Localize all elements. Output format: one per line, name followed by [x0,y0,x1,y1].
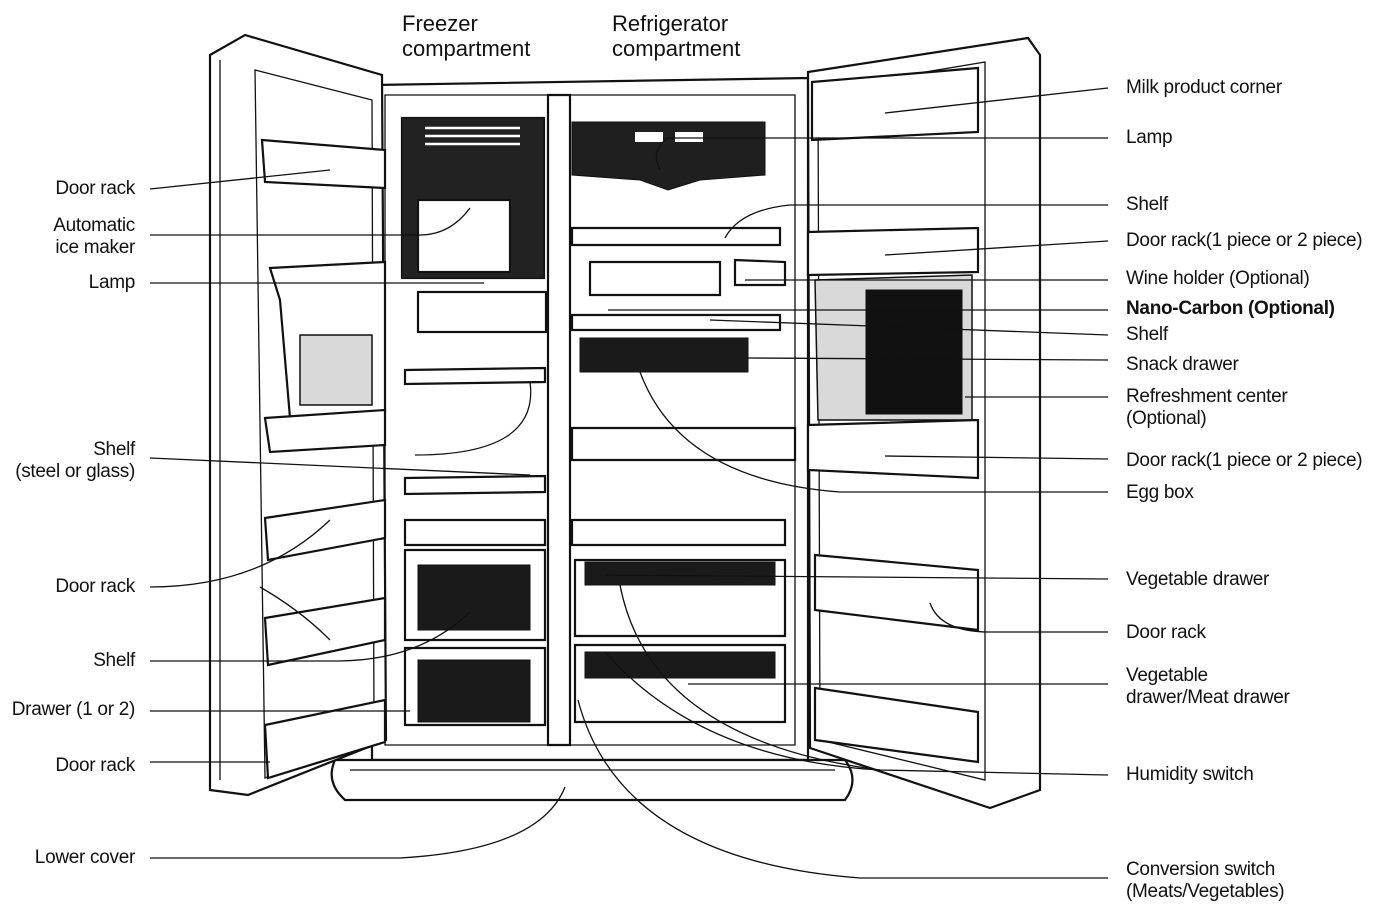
label-line: Shelf [1126,194,1168,215]
label-vegetable-meat-drawer: Vegetable drawer/Meat drawer [1126,665,1290,709]
label-nano-carbon: Nano-Carbon (Optional) [1126,298,1335,320]
heading-line: Refrigerator [612,11,729,36]
label-line: (Optional) [1126,408,1207,429]
heading-line: Freezer [402,11,478,36]
label-line: Vegetable drawer [1126,569,1270,590]
label-line: Milk product corner [1126,77,1282,98]
label-line: Automatic [53,215,135,236]
label-humidity-switch: Humidity switch [1126,764,1254,786]
label-line: Lamp [88,272,136,293]
label-conversion-switch: Conversion switch (Meats/Vegetables) [1126,859,1285,903]
label-line: Nano-Carbon (Optional) [1126,298,1335,319]
label-line: Door rack(1 piece or 2 piece) [1126,230,1363,251]
heading-line: compartment [612,36,741,61]
label-lamp-right: Lamp [1126,127,1173,149]
label-automatic-ice-maker: Automatic ice maker [53,215,135,259]
label-shelf-right-middle: Shelf [1126,324,1168,346]
freezer-compartment-heading: Freezer compartment [402,11,530,61]
label-milk-product-corner: Milk product corner [1126,77,1282,99]
label-line: Wine holder (Optional) [1126,268,1310,289]
label-line: ice maker [55,237,135,258]
label-shelf-left: Shelf [93,650,135,672]
label-line: Shelf [93,650,135,671]
label-door-rack-upper-right: Door rack(1 piece or 2 piece) [1126,230,1363,252]
label-line: Drawer (1 or 2) [11,699,136,720]
label-line: Door rack [55,755,135,776]
label-line: drawer/Meat drawer [1126,687,1290,708]
label-door-rack-top-left: Door rack [55,178,135,200]
label-line: Humidity switch [1126,764,1254,785]
label-shelf-right-top: Shelf [1126,194,1168,216]
label-door-rack-lower-right: Door rack(1 piece or 2 piece) [1126,450,1363,472]
label-line: Door rack [55,178,135,199]
label-line: Vegetable [1126,665,1208,686]
label-line: Lamp [1126,127,1173,148]
refrigerator-compartment-heading: Refrigerator compartment [612,11,740,61]
label-vegetable-drawer: Vegetable drawer [1126,569,1269,591]
label-lower-cover: Lower cover [34,847,136,869]
label-line: Conversion switch [1126,859,1276,880]
heading-line: compartment [402,36,531,61]
label-line: Refreshment center [1126,386,1288,407]
label-line: Door rack [55,576,135,597]
label-line: Door rack(1 piece or 2 piece) [1126,450,1363,471]
label-drawer-1-or-2: Drawer (1 or 2) [11,699,136,721]
label-line: Lower cover [34,847,136,868]
label-line: Egg box [1126,482,1194,503]
label-wine-holder: Wine holder (Optional) [1126,268,1310,290]
label-line: Snack drawer [1126,354,1239,375]
label-line: (Meats/Vegetables) [1126,881,1285,902]
label-line: (steel or glass) [15,461,135,482]
label-shelf-steel-or-glass: Shelf (steel or glass) [15,439,135,483]
label-line: Door rack [1126,622,1206,643]
label-door-rack-right: Door rack [1126,622,1206,644]
label-door-rack-mid-left: Door rack [55,576,135,598]
label-refreshment-center: Refreshment center (Optional) [1126,386,1288,430]
label-egg-box: Egg box [1126,482,1194,504]
label-line: Shelf [1126,324,1168,345]
label-door-rack-bottom-left: Door rack [55,755,135,777]
label-lamp-left: Lamp [88,272,136,294]
label-snack-drawer: Snack drawer [1126,354,1239,376]
label-line: Shelf [93,439,135,460]
